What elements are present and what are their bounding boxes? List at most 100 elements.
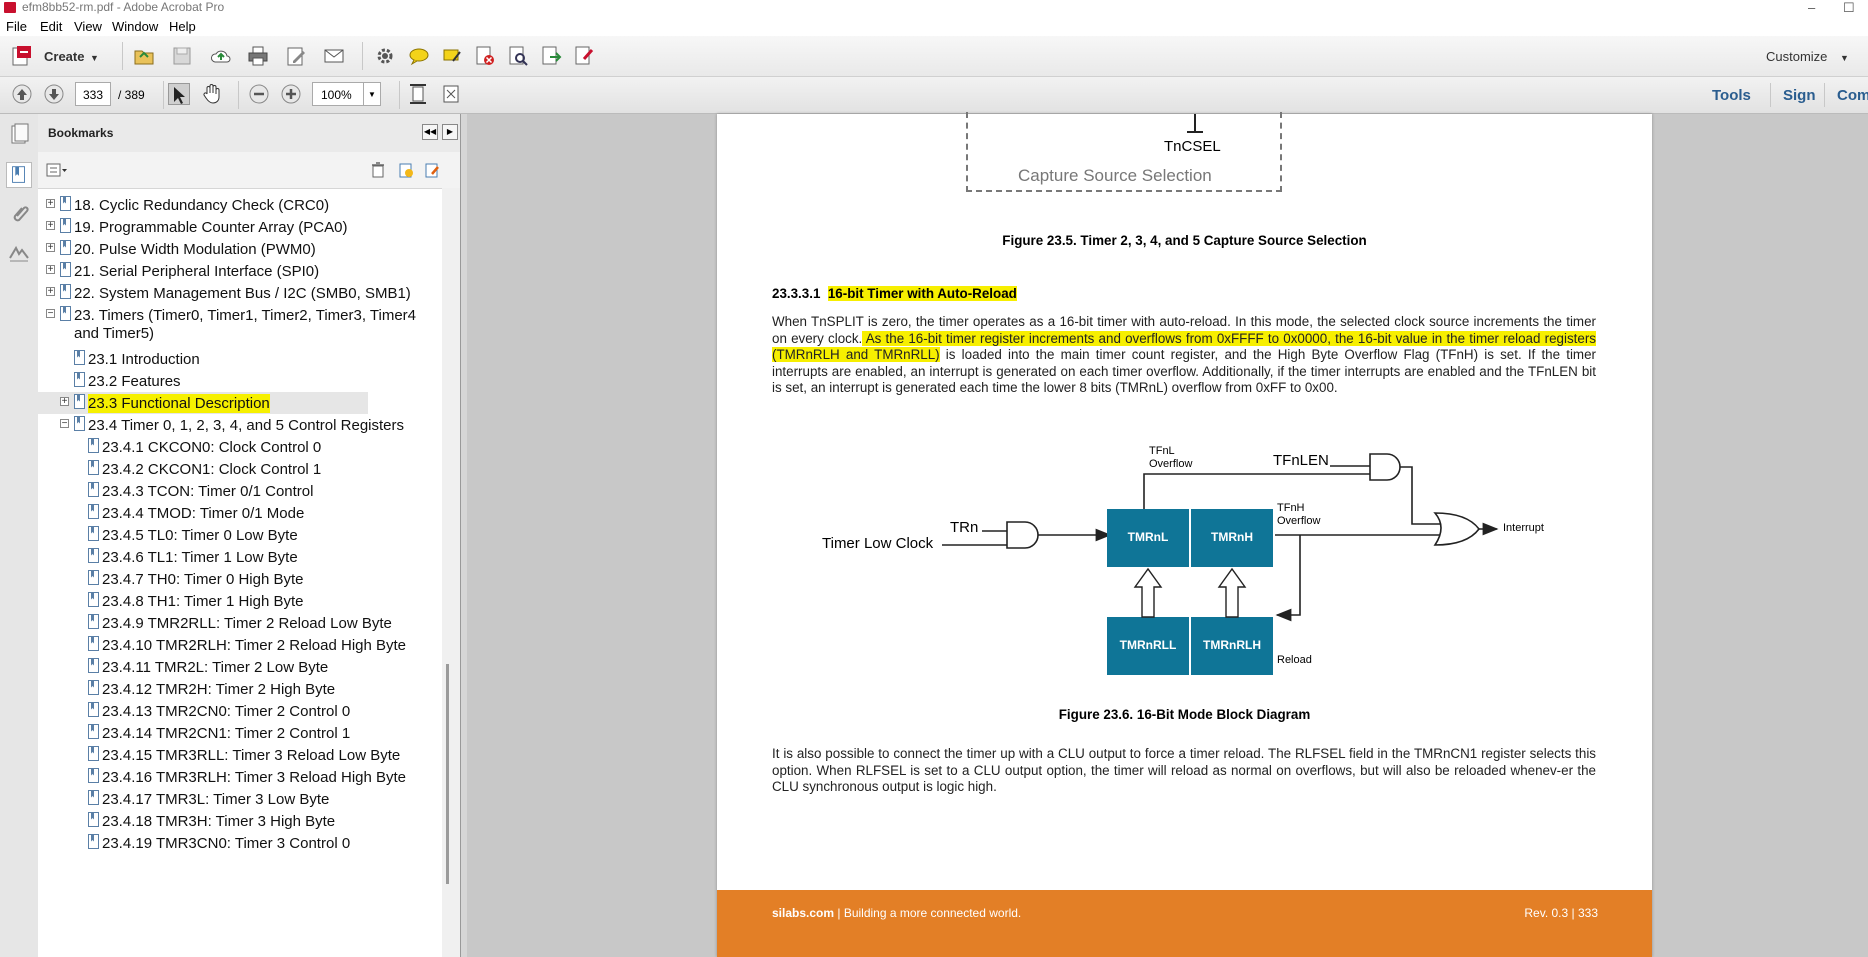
comment-icon[interactable]: [408, 45, 430, 67]
bookmark-item[interactable]: 23.4.3 TCON: Timer 0/1 Control: [38, 480, 368, 502]
edit-document-icon[interactable]: [285, 45, 307, 67]
bookmark-label: 18. Cyclic Redundancy Check (CRC0): [74, 197, 330, 214]
previous-page-icon[interactable]: [11, 83, 33, 105]
bookmark-item[interactable]: 23.4.12 TMR2H: Timer 2 High Byte: [38, 678, 368, 700]
bookmark-label: 23.4.3 TCON: Timer 0/1 Control: [102, 483, 314, 500]
tools-link[interactable]: Tools: [1712, 87, 1751, 104]
zoom-out-icon[interactable]: [248, 83, 270, 105]
menu-window[interactable]: Window: [112, 19, 159, 34]
bookmark-label: 23.4.4 TMOD: Timer 0/1 Mode: [102, 505, 305, 522]
bookmark-item[interactable]: +19. Programmable Counter Array (PCA0): [38, 216, 368, 238]
form-icon[interactable]: [573, 45, 595, 67]
save-icon[interactable]: [171, 45, 193, 67]
bookmarks-scrollbar[interactable]: [442, 188, 460, 957]
create-dropdown-icon[interactable]: ▼: [90, 53, 99, 63]
hand-tool-icon[interactable]: [201, 83, 223, 105]
bookmark-item[interactable]: 23.4.10 TMR2RLH: Timer 2 Reload High Byt…: [38, 634, 406, 656]
document-search-icon[interactable]: [507, 45, 529, 67]
menu-file[interactable]: File: [6, 19, 27, 34]
collapse-icon[interactable]: −: [60, 418, 69, 429]
page-number-input[interactable]: 333: [75, 82, 111, 106]
next-page-icon[interactable]: [43, 83, 65, 105]
sign-link[interactable]: Sign: [1783, 87, 1816, 104]
bookmark-item[interactable]: 23.4.8 TH1: Timer 1 High Byte: [38, 590, 368, 612]
collapse-icon[interactable]: −: [46, 308, 55, 319]
open-folder-icon[interactable]: [133, 45, 155, 67]
bookmark-properties-icon[interactable]: [424, 162, 440, 178]
zoom-level-input[interactable]: 100%: [312, 82, 364, 106]
fit-page-icon[interactable]: [407, 83, 429, 105]
bookmark-item[interactable]: 23.4.4 TMOD: Timer 0/1 Mode: [38, 502, 368, 524]
bookmark-item[interactable]: 23.4.2 CKCON1: Clock Control 1: [38, 458, 368, 480]
highlight-icon[interactable]: [441, 45, 463, 67]
collapse-panel-icon[interactable]: ◀◀: [422, 124, 438, 140]
bookmark-item[interactable]: 23.4.1 CKCON0: Clock Control 0: [38, 436, 368, 458]
cloud-upload-icon[interactable]: [210, 45, 232, 67]
customize-dropdown-icon[interactable]: ▼: [1840, 53, 1849, 63]
bookmark-item[interactable]: 23.1 Introduction: [38, 348, 368, 370]
create-icon[interactable]: [11, 45, 33, 67]
attachments-icon[interactable]: [6, 202, 32, 228]
expand-icon[interactable]: +: [46, 242, 55, 253]
bookmark-item[interactable]: 23.4.14 TMR2CN1: Timer 2 Control 1: [38, 722, 368, 744]
bookmark-item[interactable]: 23.4.13 TMR2CN0: Timer 2 Control 0: [38, 700, 368, 722]
menu-view[interactable]: View: [74, 19, 102, 34]
expand-icon[interactable]: +: [46, 286, 55, 297]
full-screen-icon[interactable]: [440, 83, 462, 105]
menu-help[interactable]: Help: [169, 19, 196, 34]
settings-gear-icon[interactable]: [374, 45, 396, 67]
bookmark-item[interactable]: +18. Cyclic Redundancy Check (CRC0): [38, 194, 368, 216]
options-menu-icon[interactable]: [46, 162, 68, 178]
bookmark-item[interactable]: 23.4.7 TH0: Timer 0 High Byte: [38, 568, 368, 590]
comment-link[interactable]: Com: [1837, 87, 1868, 104]
select-tool-icon[interactable]: [168, 83, 190, 105]
footer-page-number: Rev. 0.3 | 333: [1524, 906, 1598, 920]
print-icon[interactable]: [247, 45, 269, 67]
bookmark-item[interactable]: 23.2 Features: [38, 370, 368, 392]
bookmark-item[interactable]: 23.4.6 TL1: Timer 1 Low Byte: [38, 546, 368, 568]
bookmark-item[interactable]: 23.4.9 TMR2RLL: Timer 2 Reload Low Byte: [38, 612, 392, 634]
zoom-in-icon[interactable]: [280, 83, 302, 105]
signatures-icon[interactable]: [6, 240, 32, 266]
page-thumbnails-icon[interactable]: [6, 122, 32, 148]
pdf-page: TnCSEL Capture Source Selection Figure 2…: [717, 112, 1652, 957]
bookmark-icon: [88, 504, 99, 519]
expand-icon[interactable]: +: [46, 220, 55, 231]
bookmark-item[interactable]: 23.4.19 TMR3CN0: Timer 3 Control 0: [38, 832, 368, 854]
interrupt-label: Interrupt: [1503, 522, 1544, 534]
panel-splitter[interactable]: [461, 114, 467, 957]
bookmark-item[interactable]: 23.4.5 TL0: Timer 0 Low Byte: [38, 524, 368, 546]
bookmark-label: 23.4.8 TH1: Timer 1 High Byte: [102, 593, 304, 610]
export-icon[interactable]: [540, 45, 562, 67]
redact-icon[interactable]: [474, 45, 496, 67]
bookmark-item[interactable]: +23.3 Functional Description: [38, 392, 368, 414]
bookmark-item[interactable]: +21. Serial Peripheral Interface (SPI0): [38, 260, 368, 282]
expand-icon[interactable]: +: [60, 396, 69, 407]
delete-bookmark-icon[interactable]: [370, 162, 386, 178]
bookmark-item[interactable]: 23.4.15 TMR3RLL: Timer 3 Reload Low Byte: [38, 744, 400, 766]
expand-icon[interactable]: +: [46, 264, 55, 275]
bookmark-label: 23.4.18 TMR3H: Timer 3 High Byte: [102, 813, 336, 830]
new-bookmark-icon[interactable]: [398, 162, 414, 178]
create-button[interactable]: Create: [44, 49, 85, 64]
menu-edit[interactable]: Edit: [40, 19, 63, 34]
customize-button[interactable]: Customize: [1766, 49, 1828, 64]
bookmarks-icon[interactable]: [6, 162, 32, 188]
bookmark-item[interactable]: 23.4.17 TMR3L: Timer 3 Low Byte: [38, 788, 368, 810]
maximize-button[interactable]: ☐: [1843, 0, 1855, 15]
bookmark-item[interactable]: −23.4 Timer 0, 1, 2, 3, 4, and 5 Control…: [38, 414, 404, 436]
bookmark-item[interactable]: 23.4.18 TMR3H: Timer 3 High Byte: [38, 810, 368, 832]
bookmark-item[interactable]: 23.4.16 TMR3RLH: Timer 3 Reload High Byt…: [38, 766, 406, 788]
panel-menu-icon[interactable]: ▶: [442, 124, 458, 140]
bookmark-item[interactable]: +22. System Management Bus / I2C (SMB0, …: [38, 282, 411, 304]
email-icon[interactable]: [323, 45, 345, 67]
bookmark-item[interactable]: −23. Timers (Timer0, Timer1, Timer2, Tim…: [38, 304, 416, 348]
bookmark-item[interactable]: 23.4.11 TMR2L: Timer 2 Low Byte: [38, 656, 368, 678]
expand-icon[interactable]: +: [46, 198, 55, 209]
bookmark-item[interactable]: +20. Pulse Width Modulation (PWM0): [38, 238, 368, 260]
zoom-dropdown-icon[interactable]: ▼: [363, 82, 381, 106]
bookmarks-scroll-thumb[interactable]: [446, 664, 449, 884]
capture-line: [1194, 114, 1196, 132]
minimize-button[interactable]: –: [1808, 0, 1816, 15]
